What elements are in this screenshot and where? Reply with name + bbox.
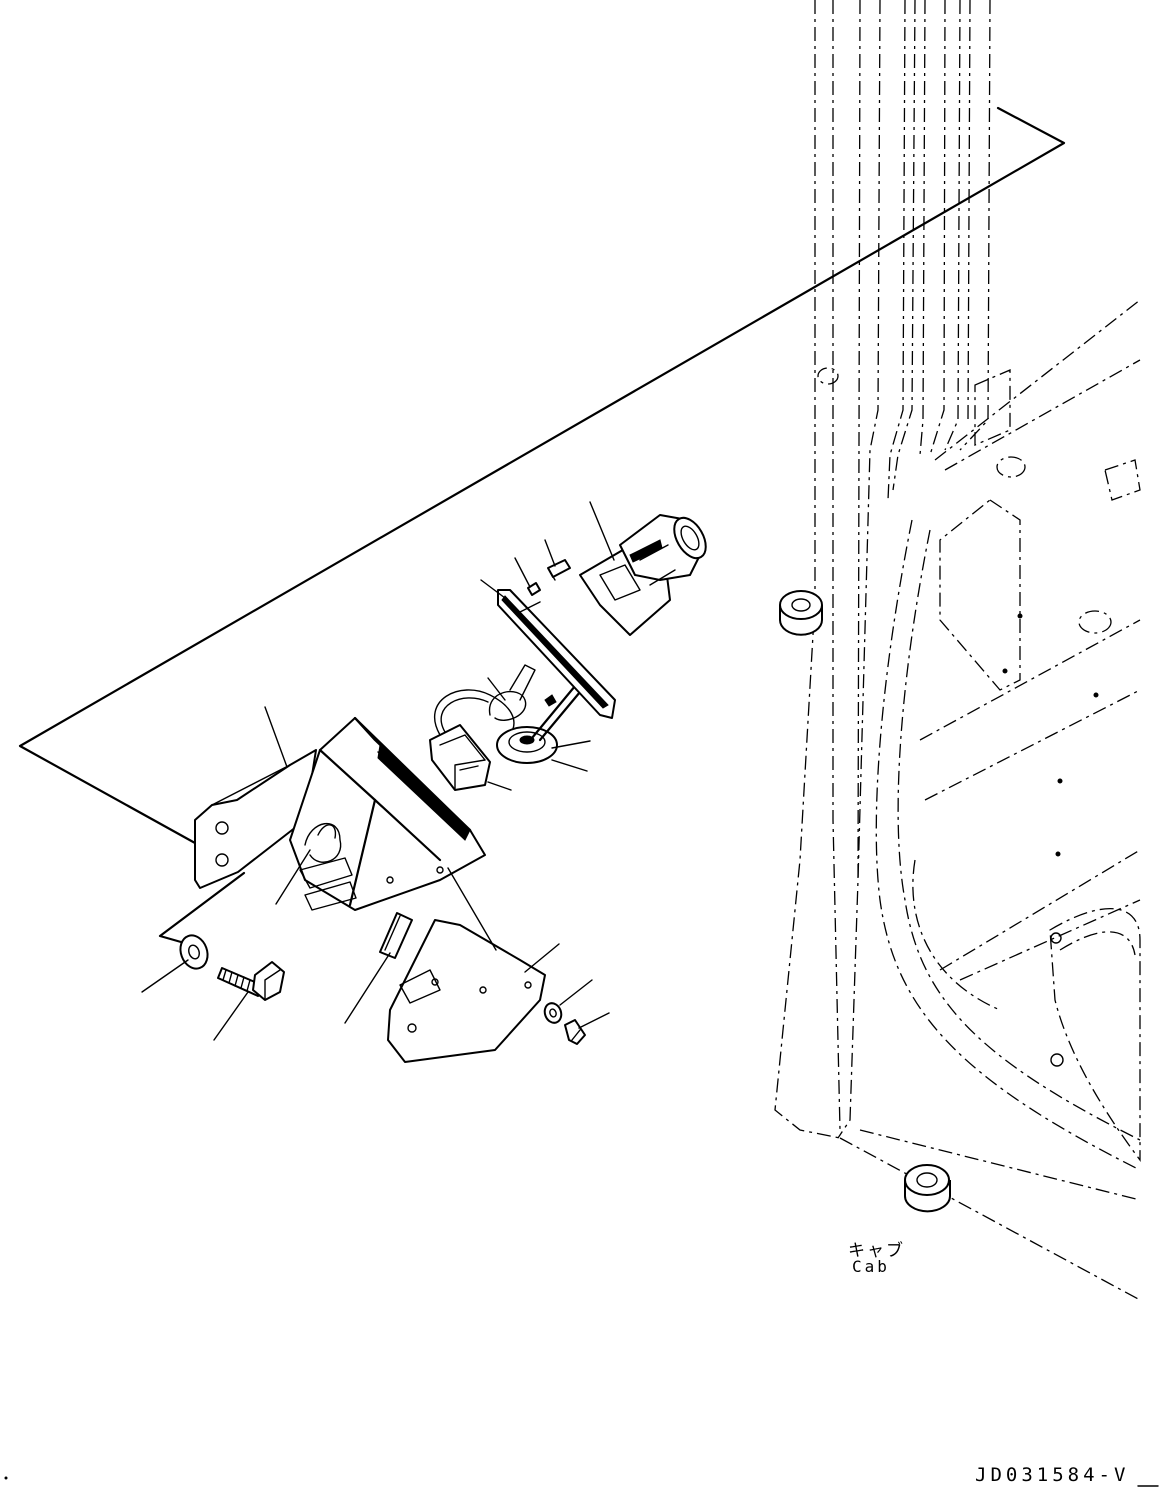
screw-icon [543, 1002, 586, 1045]
cab-frame-icon [774, 0, 1141, 1301]
leader-lines [141, 501, 615, 1041]
drawing-id: JD031584-V [975, 1464, 1130, 1486]
bolt-icon [217, 961, 285, 1001]
grommet-icon [489, 664, 587, 764]
connector-icon [429, 689, 515, 791]
washer-icon [179, 934, 209, 970]
cab-mount-upper [779, 590, 823, 636]
assembly-boundary [18, 106, 1066, 948]
corner-mark [4, 1476, 8, 1480]
cab-mount-lower [904, 1164, 951, 1213]
cab-label-english: Cab [852, 1257, 890, 1276]
pin-icon [527, 559, 571, 596]
socket-icon [579, 514, 707, 636]
socket-plate [497, 589, 616, 719]
spacer-pin [379, 912, 413, 959]
mount-plate [387, 919, 546, 1063]
box-housing-icon [289, 716, 486, 911]
cab-label-japanese: キャブ [848, 1241, 905, 1261]
